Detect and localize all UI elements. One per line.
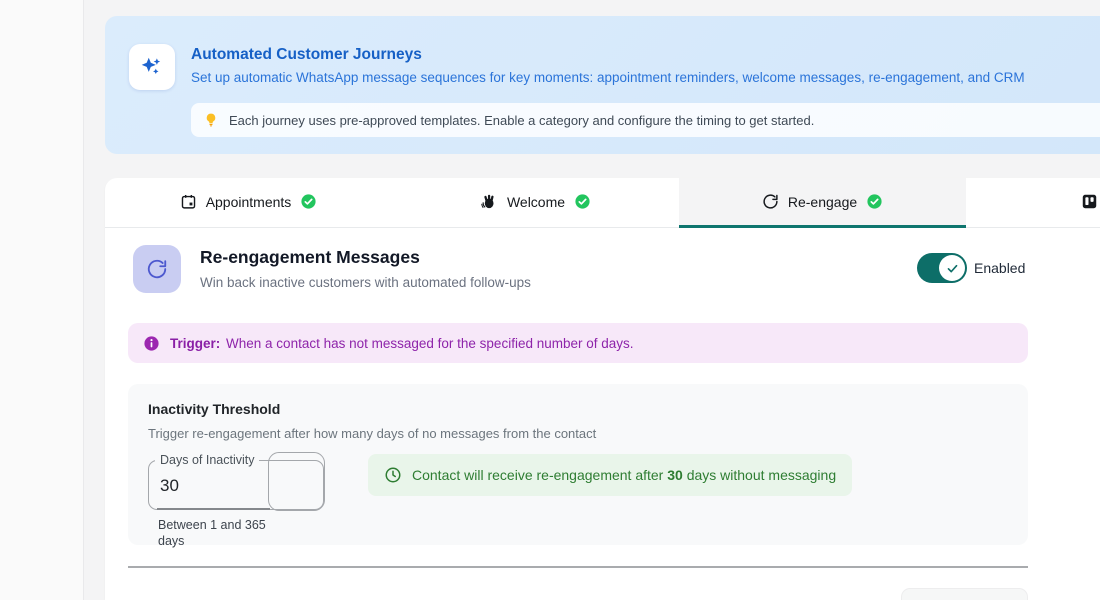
days-input[interactable] — [160, 471, 260, 501]
waving-hand-icon — [480, 193, 498, 211]
re-engage-refresh-icon — [133, 245, 181, 293]
tab-re-engage[interactable]: Re-engage — [679, 178, 966, 228]
field-label: Days of Inactivity — [160, 453, 255, 467]
tip-bar: Each journey uses pre-approved templates… — [191, 103, 1100, 137]
kanban-icon — [1081, 193, 1098, 210]
tab-crm[interactable]: CRM — [966, 178, 1100, 228]
notice-text: Contact will receive re-engagement after… — [412, 467, 837, 483]
threshold-description: Trigger re-engagement after how many day… — [148, 426, 597, 441]
tab-welcome[interactable]: Welcome — [392, 178, 679, 228]
journeys-banner: Automated Customer Journeys Set up autom… — [105, 16, 1100, 154]
input-underline — [157, 508, 270, 510]
toggle-label: Enabled — [974, 260, 1026, 276]
left-sidebar-rail — [0, 0, 84, 600]
tab-appointments[interactable]: Appointments — [105, 178, 392, 228]
enabled-toggle[interactable] — [917, 253, 967, 283]
calendar-icon — [180, 193, 197, 210]
sparkles-icon — [129, 44, 175, 90]
journey-tabbar: Appointments Welcome — [105, 178, 1100, 228]
tab-label: Appointments — [205, 193, 292, 210]
re-engagement-notice: Contact will receive re-engagement after… — [368, 454, 853, 496]
number-stepper-box[interactable] — [268, 452, 325, 511]
tip-text: Each journey uses pre-approved templates… — [229, 112, 815, 128]
section-title: Re-engagement Messages — [200, 247, 420, 267]
check-circle-icon — [300, 193, 317, 210]
trigger-banner: Trigger: When a contact has not messaged… — [128, 323, 1028, 363]
section-divider — [128, 566, 1028, 568]
tab-label: Re-engage — [787, 193, 858, 210]
refresh-icon — [762, 193, 779, 210]
clock-icon — [384, 466, 402, 484]
trigger-label: Trigger: — [170, 335, 221, 351]
tab-label: Welcome — [506, 193, 566, 210]
toggle-knob — [939, 255, 965, 281]
section-subtitle: Win back inactive customers with automat… — [200, 275, 531, 290]
lightbulb-icon — [203, 112, 219, 128]
save-button-partial[interactable] — [901, 588, 1028, 600]
field-helper-text: Between 1 and 365 days — [158, 518, 266, 549]
days-of-inactivity-field: Days of Inactivity — [148, 452, 325, 511]
journeys-card: Appointments Welcome — [105, 178, 1100, 600]
check-circle-icon — [574, 193, 591, 210]
banner-title: Automated Customer Journeys — [191, 46, 422, 63]
inactivity-threshold-card: Inactivity Threshold Trigger re-engageme… — [128, 384, 1028, 548]
check-circle-icon — [866, 193, 883, 210]
info-icon — [143, 335, 160, 352]
threshold-title: Inactivity Threshold — [148, 401, 281, 417]
trigger-text: Trigger: When a contact has not messaged… — [170, 335, 634, 351]
banner-subtitle: Set up automatic WhatsApp message sequen… — [191, 70, 1025, 85]
